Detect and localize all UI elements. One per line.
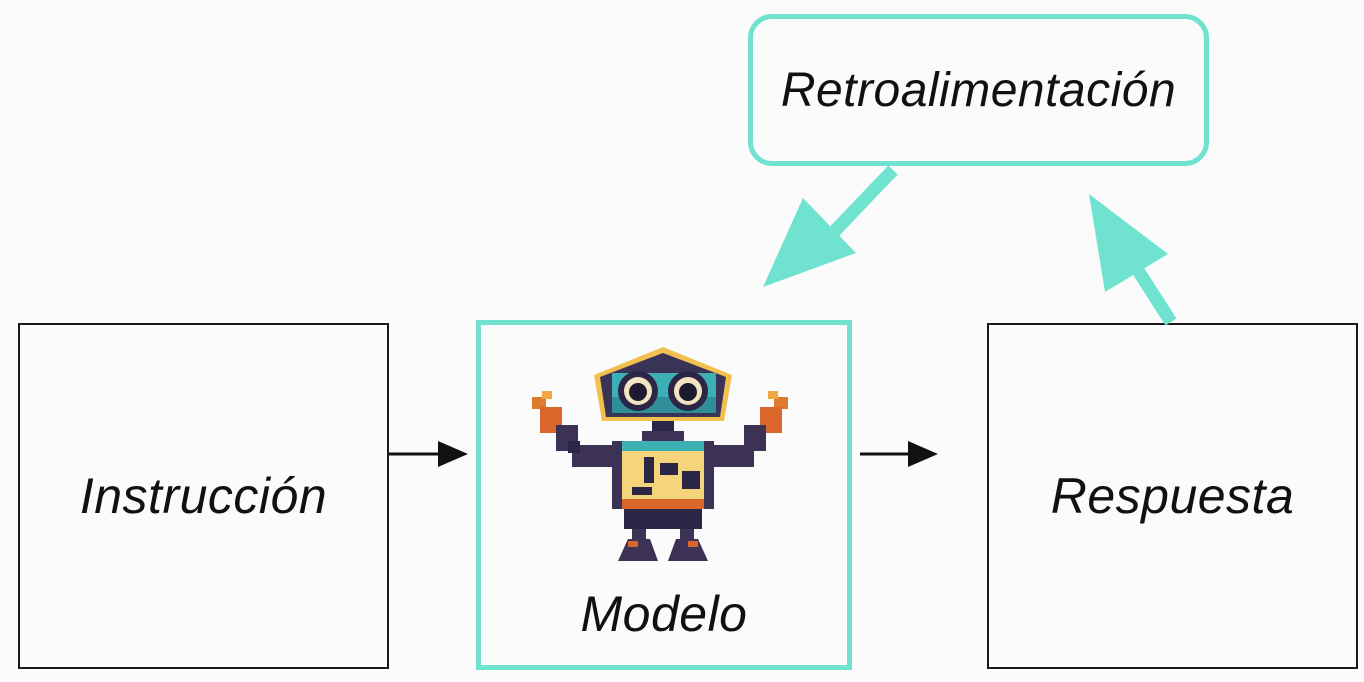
respuesta-box: Respuesta [987,323,1358,669]
modelo-label: Modelo [580,586,748,642]
instruccion-box: Instrucción [18,323,389,669]
instruccion-label: Instrucción [79,468,328,524]
retroalimentacion-label: Retroalimentación [780,63,1177,117]
arrow-retroalimentacion-to-modelo [763,165,898,287]
respuesta-label: Respuesta [1050,468,1295,524]
arrow-instruccion-to-modelo [389,441,468,467]
robot-icon [532,347,788,561]
retroalimentacion-box: Retroalimentación [748,14,1209,166]
arrow-modelo-to-respuesta [860,441,938,467]
arrow-respuesta-to-retroalimentacion [1089,194,1177,326]
